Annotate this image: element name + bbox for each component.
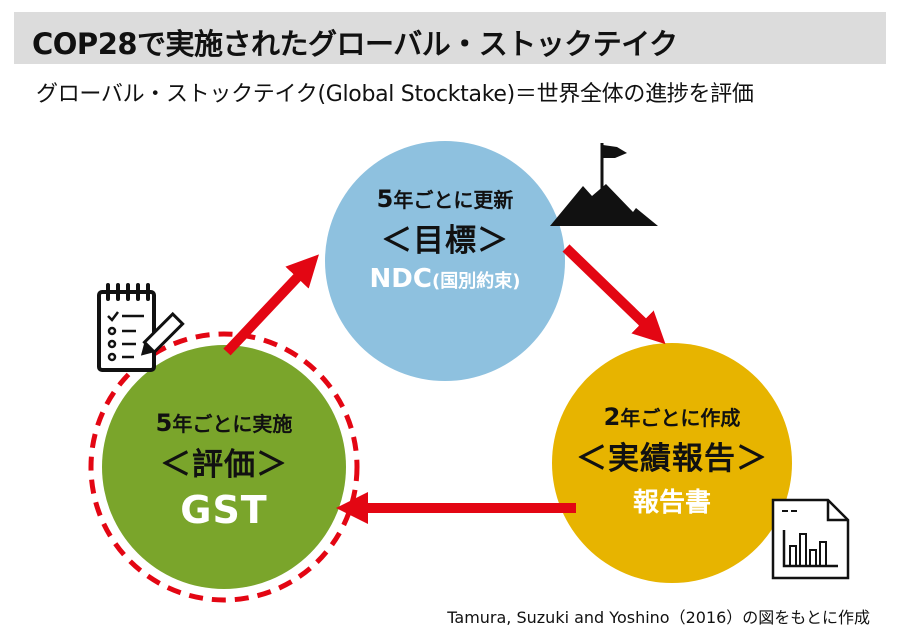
report-cycle-label: 2年ごとに作成 bbox=[552, 402, 792, 431]
gst-main-label: ＜評価＞ bbox=[160, 447, 288, 483]
report-circle bbox=[552, 343, 792, 583]
ndc-abbr: NDC bbox=[369, 264, 432, 294]
report-cycle-num: 2 bbox=[603, 403, 621, 431]
arrow-ndc-to-report bbox=[562, 244, 666, 345]
page-title: COP28で実施されたグローバル・ストックテイク bbox=[32, 27, 678, 61]
mountain-flag-icon bbox=[550, 143, 658, 226]
checklist-pencil-icon bbox=[97, 283, 185, 372]
source-credit: Tamura, Suzuki and Yoshino（2016）の図をもとに作成 bbox=[447, 608, 870, 627]
ndc-main-label: ＜目標＞ bbox=[381, 223, 509, 259]
gst-node-text: 5年ごとに実施 ＜評価＞ GST bbox=[124, 408, 324, 532]
ndc-cycle-label: 5年ごとに更新 bbox=[345, 184, 545, 213]
gst-cycle-text: 年ごとに実施 bbox=[172, 412, 293, 436]
gst-cycle-num: 5 bbox=[155, 409, 173, 437]
report-main-label: ＜実績報告＞ bbox=[576, 441, 768, 477]
page-subtitle: グローバル・ストックテイク(Global Stocktake)＝世界全体の進捗を… bbox=[36, 82, 754, 107]
title-bar: COP28で実施されたグローバル・ストックテイク bbox=[14, 12, 886, 64]
arrow-gst-to-ndc bbox=[223, 254, 319, 356]
ndc-node-text: 5年ごとに更新 ＜目標＞ NDC(国別約束) bbox=[345, 184, 545, 294]
gst-abbr-label: GST bbox=[180, 488, 268, 532]
ndc-abbr-label: NDC(国別約束) bbox=[345, 264, 545, 294]
ndc-abbr-note: (国別約束) bbox=[431, 271, 521, 292]
ndc-cycle-num: 5 bbox=[376, 185, 394, 213]
ndc-cycle-text: 年ごとに更新 bbox=[393, 188, 514, 212]
gst-dashed-ring bbox=[88, 331, 360, 603]
gst-circle bbox=[102, 345, 346, 589]
document-chart-icon bbox=[771, 498, 850, 580]
report-abbr-label: 報告書 bbox=[632, 488, 711, 518]
ndc-circle bbox=[325, 141, 565, 381]
report-cycle-text: 年ごとに作成 bbox=[620, 406, 741, 430]
report-node-text: 2年ごとに作成 ＜実績報告＞ 報告書 bbox=[552, 402, 792, 519]
gst-cycle-label: 5年ごとに実施 bbox=[124, 408, 324, 437]
